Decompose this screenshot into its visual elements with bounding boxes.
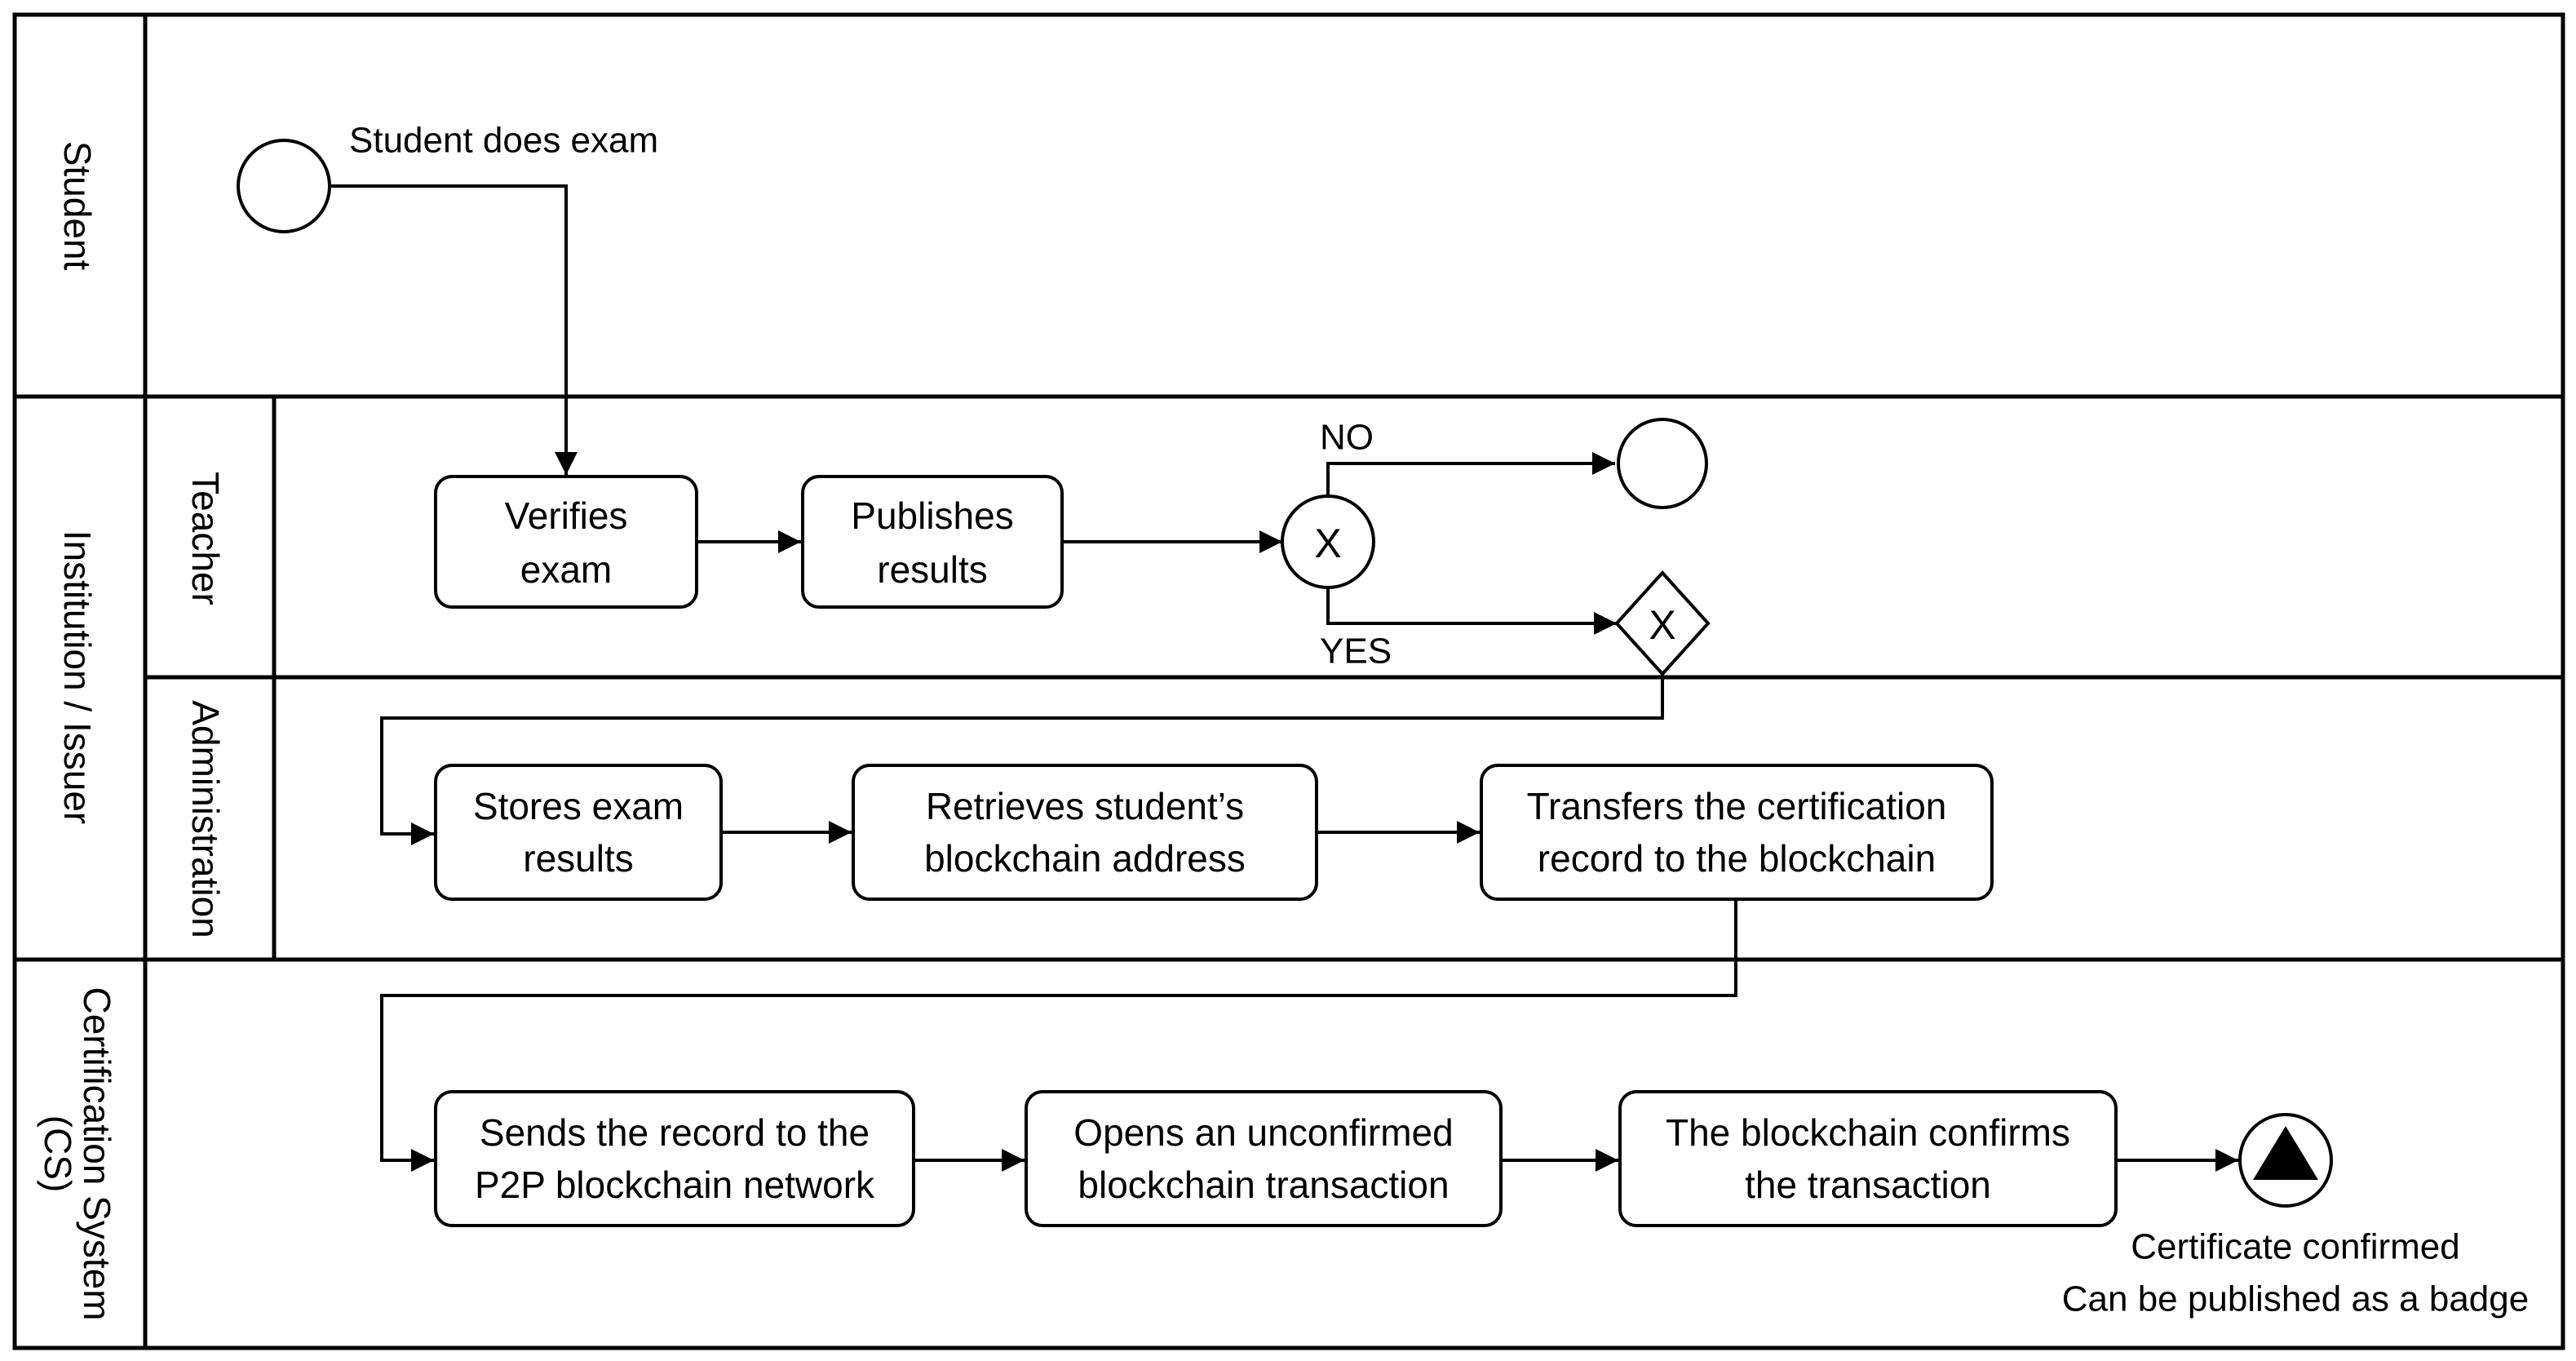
- task-confirms-line1: The blockchain confirms: [1666, 1111, 2070, 1154]
- flow-gateway-yes: [1326, 565, 1617, 635]
- task-stores-exam-results: Stores exam results: [434, 764, 723, 901]
- lane-label-student: Student: [56, 141, 99, 271]
- flow-gateway-no: [1326, 452, 1615, 519]
- lane-label-cs: Certification System (CS): [37, 986, 118, 1320]
- end-event-label-line2: Can be published as a badge: [2062, 1279, 2529, 1319]
- lane-label-institution: Institution / Issuer: [56, 530, 99, 825]
- flow-transfers-to-sends: [380, 899, 1737, 1172]
- exclusive-gateway-merge: X: [1614, 570, 1711, 676]
- task-retrieves-line1: Retrieves student’s: [926, 785, 1244, 827]
- xor-gateway-icon: [1281, 494, 1375, 589]
- task-retrieves-address: Retrieves student’s blockchain address: [852, 764, 1318, 901]
- gateway-yes-label: YES: [1320, 632, 1392, 672]
- task-publishes-line2: results: [877, 548, 987, 591]
- start-event-icon: [237, 139, 331, 233]
- xor-gateway-symbol: X: [1314, 521, 1341, 566]
- task-retrieves-line2: blockchain address: [924, 837, 1246, 880]
- task-transfers-line1: Transfers the certification: [1527, 785, 1947, 827]
- flow-gateway2-to-stores: [380, 672, 1664, 845]
- task-transfers-record: Transfers the certification record to th…: [1480, 764, 1994, 901]
- task-opens-transaction: Opens an unconfirmed blockchain transact…: [1025, 1090, 1503, 1227]
- task-opens-line2: blockchain transaction: [1078, 1164, 1449, 1206]
- task-sends-line2: P2P blockchain network: [475, 1164, 875, 1206]
- task-stores-line1: Stores exam: [473, 785, 684, 827]
- end-event-label-line1: Certificate confirmed: [2131, 1227, 2459, 1267]
- task-confirms-line2: the transaction: [1745, 1164, 1991, 1206]
- task-verifies-line2: exam: [520, 548, 612, 591]
- task-verifies-exam: Verifies exam: [434, 475, 698, 609]
- signal-triangle-icon: [2253, 1126, 2318, 1180]
- end-event-no-icon: [1617, 418, 1708, 509]
- task-confirms-transaction: The blockchain confirms the transaction: [1618, 1090, 2118, 1227]
- diamond-gateway-symbol: X: [1649, 602, 1675, 648]
- sequence-flows: [330, 184, 2238, 1172]
- diamond-gateway-icon: [1614, 570, 1711, 676]
- task-verifies-line1: Verifies: [505, 494, 628, 537]
- gateway-no-label: NO: [1320, 418, 1374, 458]
- task-sends-record: Sends the record to the P2P blockchain n…: [434, 1090, 915, 1227]
- task-stores-line2: results: [523, 837, 633, 880]
- task-sends-line1: Sends the record to the: [480, 1111, 870, 1154]
- task-opens-line1: Opens an unconfirmed: [1073, 1111, 1453, 1154]
- lane-label-teacher: Teacher: [184, 472, 227, 605]
- pool-frame: [12, 12, 2565, 1350]
- exclusive-gateway-decision: X: [1281, 494, 1375, 589]
- end-event-certificate: [2238, 1113, 2333, 1208]
- task-publishes-line1: Publishes: [851, 494, 1013, 537]
- task-publishes-results: Publishes results: [801, 475, 1064, 609]
- lane-label-cs-line2: (CS): [37, 1115, 79, 1193]
- lane-label-administration: Administration: [184, 700, 227, 938]
- task-transfers-line2: record to the blockchain: [1538, 837, 1936, 880]
- start-event-label: Student does exam: [349, 121, 658, 161]
- lane-label-cs-line1: Certification System: [76, 986, 118, 1320]
- flow-start-to-verifies: [330, 184, 578, 475]
